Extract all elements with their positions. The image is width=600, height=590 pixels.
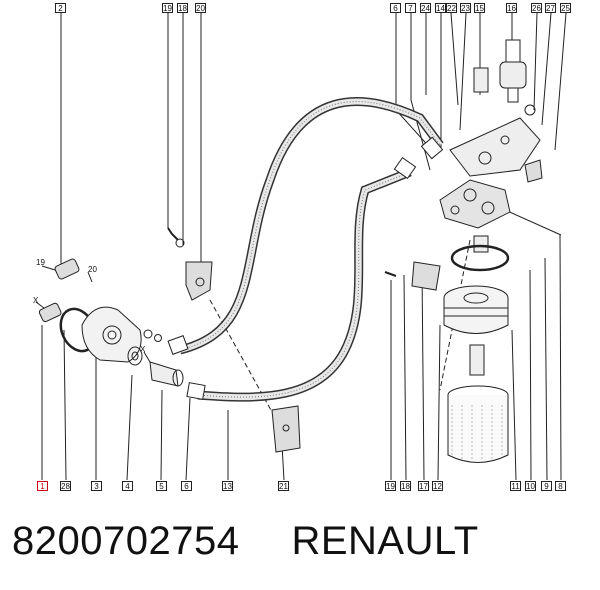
brand-name: RENAULT: [291, 518, 479, 563]
callout-top-15[interactable]: 15: [474, 3, 485, 13]
callout-bottom-28[interactable]: 28: [60, 481, 71, 491]
diagram-drawing: [35, 12, 567, 481]
exploded-parts-diagram: 2 19 18 20 6 7 24 14 22 23 15 16 26 27 2…: [33, 3, 571, 491]
callout-top-20[interactable]: 20: [195, 3, 206, 13]
dimension-label-20: 20: [88, 265, 97, 274]
callout-bottom-8[interactable]: 8: [555, 481, 566, 491]
callout-bottom-12[interactable]: 12: [432, 481, 443, 491]
callout-bottom-3[interactable]: 3: [91, 481, 102, 491]
callout-top-22[interactable]: 22: [446, 3, 457, 13]
callout-bottom-21[interactable]: 21: [278, 481, 289, 491]
dimension-label-19: 19: [36, 258, 45, 267]
callout-top-23[interactable]: 23: [460, 3, 471, 13]
callout-bottom-13[interactable]: 13: [222, 481, 233, 491]
callout-bottom-9[interactable]: 9: [541, 481, 552, 491]
callout-top-24[interactable]: 24: [420, 3, 431, 13]
callout-bottom-19[interactable]: 19: [385, 481, 396, 491]
callout-top-18[interactable]: 18: [177, 3, 188, 13]
callout-bottom-6[interactable]: 6: [181, 481, 192, 491]
dimension-label-x-left: X: [33, 296, 39, 305]
callout-top-19[interactable]: 19: [162, 3, 173, 13]
callout-bottom-11[interactable]: 11: [510, 481, 521, 491]
dimension-label-x-center: X: [140, 345, 146, 354]
callout-top-27[interactable]: 27: [545, 3, 556, 13]
callout-bottom-18[interactable]: 18: [400, 481, 411, 491]
callout-top-7[interactable]: 7: [405, 3, 416, 13]
callout-top-16[interactable]: 16: [506, 3, 517, 13]
part-number: 8200702754: [12, 518, 240, 563]
callout-top-6[interactable]: 6: [390, 3, 401, 13]
callout-top-2[interactable]: 2: [55, 3, 66, 13]
callout-bottom-4[interactable]: 4: [122, 481, 133, 491]
callout-bottom-5[interactable]: 5: [156, 481, 167, 491]
callout-top-25[interactable]: 25: [560, 3, 571, 13]
caption-row: 8200702754 RENAULT: [12, 516, 592, 566]
callout-top-14[interactable]: 14: [435, 3, 446, 13]
callout-top-26[interactable]: 26: [531, 3, 542, 13]
callout-bottom-10[interactable]: 10: [525, 481, 536, 491]
callout-bottom-1-highlighted[interactable]: 1: [37, 481, 48, 491]
callout-bottom-17[interactable]: 17: [418, 481, 429, 491]
